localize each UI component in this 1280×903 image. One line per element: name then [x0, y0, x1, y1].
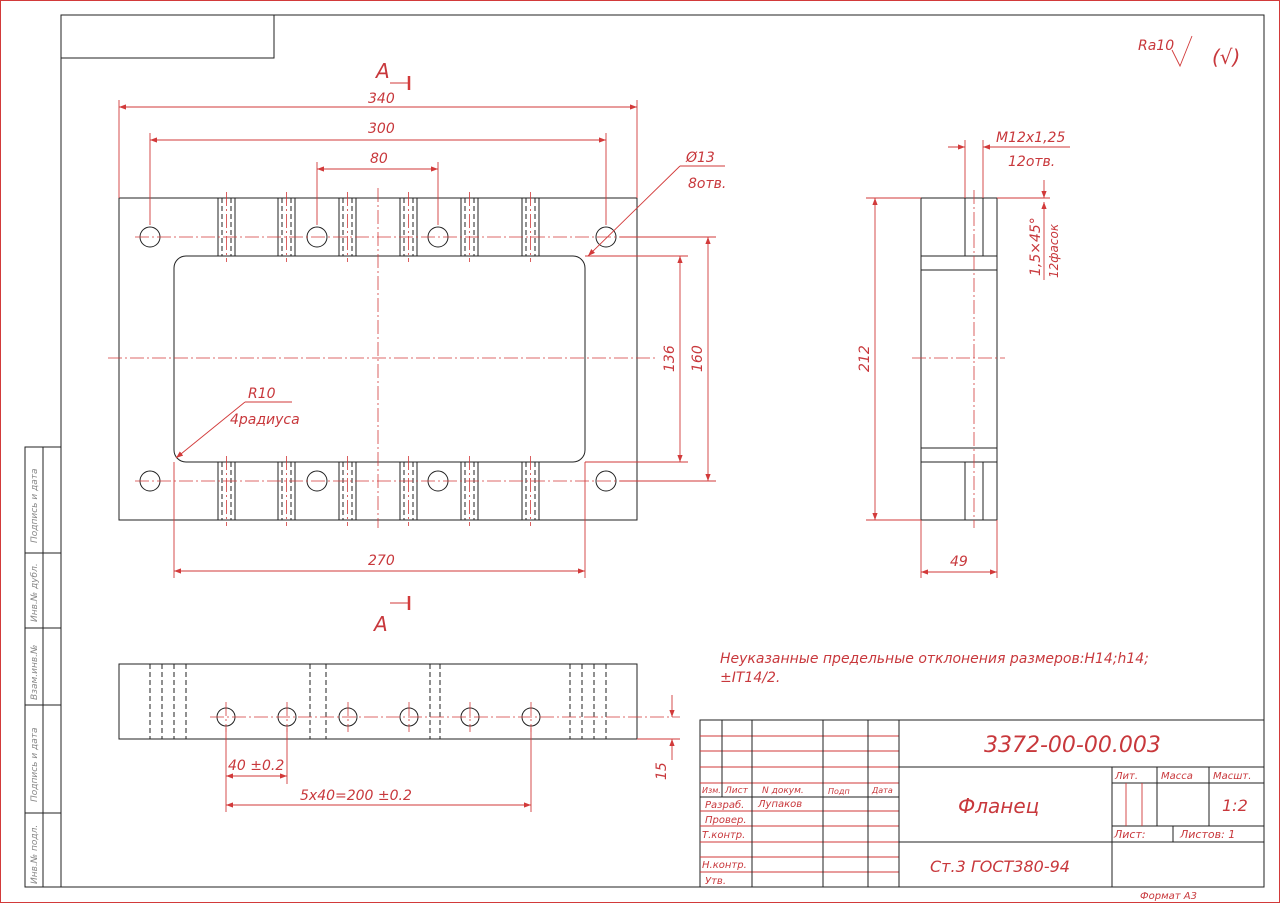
developer-name: Лупаков: [757, 799, 802, 810]
designation: 3372-00-00.003: [984, 733, 1161, 758]
mass-label: Масса: [1161, 771, 1193, 782]
top-left-box: [60, 14, 275, 59]
lit-label: Лит.: [1114, 771, 1138, 782]
dim-160: 160: [690, 345, 706, 372]
roughness-other: (√): [1212, 45, 1240, 69]
sheet-label: Лист:: [1113, 828, 1146, 841]
strip-label: Инв.№ дубл.: [30, 563, 40, 622]
dim-49: 49: [950, 554, 968, 570]
radius-size: R10: [248, 386, 276, 402]
role-ncontrol: Н.контр.: [702, 860, 747, 871]
roughness-symbol: Ra10 (√): [1138, 35, 1240, 69]
chamfer-count: 12фасок: [1047, 223, 1061, 278]
thread-count: 12отв.: [1008, 154, 1055, 170]
part-name: Фланец: [958, 794, 1039, 818]
title-block: 3372-00-00.003 Фланец Ст.3 ГОСТ380-94 Ли…: [699, 719, 1265, 902]
dim-total: 5x40=200 ±0.2: [300, 788, 412, 804]
scale-label: Масшт.: [1213, 771, 1251, 782]
dim-270: 270: [368, 553, 395, 569]
strip-label: Взам.инв.№: [30, 645, 40, 700]
tolerance-note-2: ±IT14/2.: [720, 670, 780, 686]
scale-value: 1:2: [1222, 796, 1248, 815]
material: Ст.3 ГОСТ380-94: [930, 857, 1070, 876]
hole-count: 8отв.: [688, 176, 726, 192]
side-view: 212 49 M12x1,25 12отв. 1,5×45° 12фасок: [857, 130, 1070, 578]
role-tcontrol: Т.контр.: [702, 830, 745, 841]
side-strip: Подпись и дата Инв.№ дубл. Взам.инв.№ По…: [24, 446, 62, 888]
dim-15: 15: [654, 762, 670, 780]
dim-pitch: 40 ±0.2: [228, 758, 284, 774]
format-label: Формат А3: [1140, 891, 1197, 902]
section-mark-top: A: [374, 59, 390, 83]
strip-label: Инв.№ подл.: [30, 825, 40, 884]
radius-count: 4радиуса: [230, 412, 300, 428]
front-view: 340 300 80 270 136 160 Ø13 8отв. R10 4ра…: [108, 59, 726, 636]
strip-label: Подпись и дата: [30, 727, 40, 802]
tolerance-note: Неуказанные предельные отклонения размер…: [720, 651, 1149, 667]
dim-136: 136: [662, 345, 678, 372]
thread-size: M12x1,25: [996, 130, 1065, 146]
role-dev: Разраб.: [705, 799, 744, 811]
strip-label: Подпись и дата: [30, 468, 40, 543]
chamfer-size: 1,5×45°: [1028, 217, 1044, 276]
bottom-view: 40 ±0.2 5x40=200 ±0.2 15: [118, 663, 680, 812]
section-mark-bottom: A: [372, 612, 388, 636]
dim-300: 300: [368, 121, 395, 137]
hdr-sign: Подп: [828, 787, 850, 796]
sheets-label: Листов: 1: [1179, 828, 1235, 841]
dim-80: 80: [370, 151, 388, 167]
role-approve: Утв.: [705, 876, 726, 887]
hdr-doc: N докум.: [762, 786, 804, 796]
roughness-label: Ra10: [1138, 38, 1174, 54]
hole-size: Ø13: [685, 150, 715, 166]
hdr-list: Лист: [724, 786, 749, 796]
role-check: Провер.: [705, 815, 747, 826]
hdr-date: Дата: [871, 786, 893, 795]
dim-340: 340: [368, 91, 395, 107]
hdr-izm: Изм.: [702, 786, 721, 795]
dim-212: 212: [857, 345, 873, 372]
